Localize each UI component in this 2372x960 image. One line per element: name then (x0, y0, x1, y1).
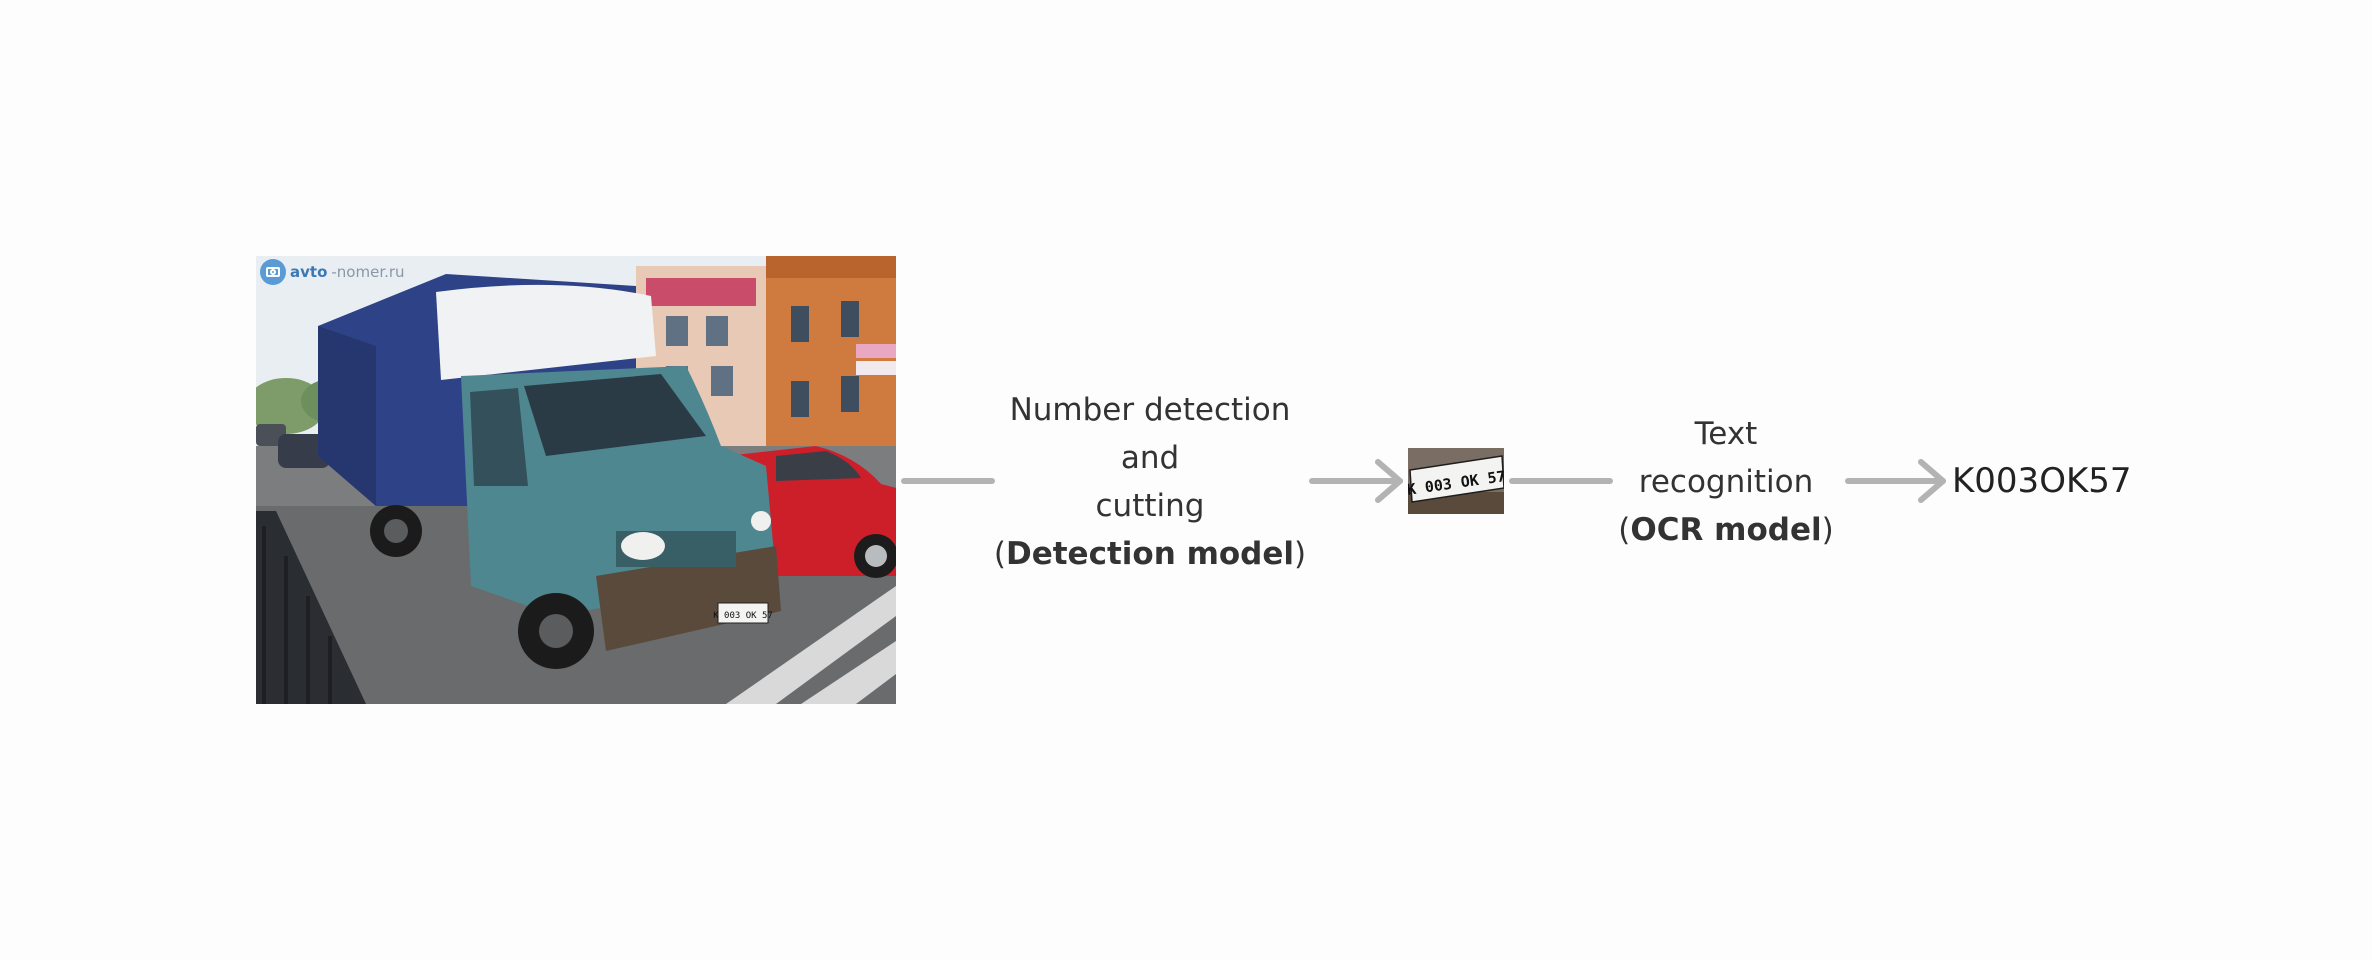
detection-model-line: (Detection model) (990, 530, 1310, 578)
detection-step-label: Number detection and cutting (Detection … (990, 386, 1310, 578)
arrow-right-icon (1309, 459, 1403, 503)
detection-model-paren-close: ) (1294, 536, 1307, 572)
recognized-plate-result: K003OK57 (1952, 461, 2132, 501)
detection-line-3: cutting (1095, 488, 1205, 524)
camera-logo-icon (260, 259, 286, 285)
cropped-plate-image: K 003 OK 57 (1408, 448, 1504, 514)
detection-model-name: Detection model (1005, 536, 1295, 572)
truck-photo-drawing: K 003 OK 57 (256, 256, 896, 704)
arrow-right-icon (1845, 459, 1946, 503)
ocr-model-line: (OCR model) (1600, 506, 1852, 554)
ocr-line-1: Text (1694, 416, 1758, 452)
ocr-line-2: recognition (1638, 464, 1814, 500)
watermark-domain: -nomer.ru (331, 263, 405, 281)
ocr-model-name: OCR model (1630, 512, 1822, 548)
ocr-step-label: Text recognition (OCR model) (1600, 410, 1852, 554)
watermark-brand: avto (290, 263, 328, 281)
detection-line-1: Number detection (1009, 392, 1291, 428)
truck-photo: K 003 OK 57 avto-nomer.ru (256, 256, 896, 704)
detection-model-paren-open: ( (993, 536, 1006, 572)
watermark: avto-nomer.ru (260, 259, 405, 285)
cropped-plate-drawing: K 003 OK 57 (1408, 448, 1504, 514)
ocr-model-paren-close: ) (1821, 512, 1834, 548)
detection-line-2: and (1120, 440, 1180, 476)
truck-plate-text: K 003 OK 57 (713, 611, 773, 621)
ocr-model-paren-open: ( (1618, 512, 1631, 548)
